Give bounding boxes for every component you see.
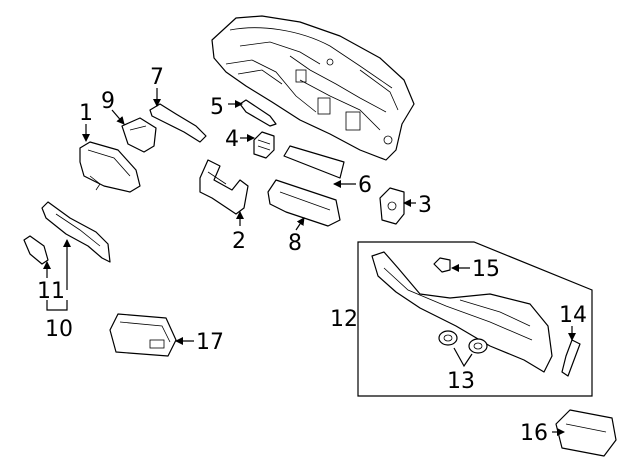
leader-8: [295, 217, 305, 231]
part-11-bracket: [23, 235, 49, 265]
callout-12: 12: [330, 307, 358, 332]
part-14-damper: [561, 339, 581, 377]
callout-3: 3: [418, 193, 432, 218]
part-6-panel: [283, 145, 345, 179]
callout-9: 9: [101, 89, 115, 114]
part-17-storage-box: [109, 313, 177, 357]
part-10-bracket: [41, 201, 111, 263]
callout-13: 13: [447, 369, 475, 394]
leader-13: [453, 347, 473, 368]
callout-1: 1: [79, 101, 93, 126]
callout-6: 6: [358, 173, 372, 198]
part-5-thin-strip: [239, 99, 277, 127]
glove-box-group-outline: [357, 241, 593, 397]
part-15-clip: [433, 257, 451, 273]
leader-9: [111, 109, 125, 125]
part-1-side-panel: [79, 141, 141, 193]
callout-8: 8: [288, 231, 302, 256]
part-12-glove-box: [371, 251, 553, 373]
part-7-trim-strip: [149, 103, 207, 143]
callout-11: 11: [37, 279, 65, 304]
part-13-bumpers: [438, 330, 488, 354]
part-9-bracket: [121, 117, 157, 153]
callout-14: 14: [559, 303, 587, 328]
callout-17: 17: [196, 330, 224, 355]
part-16-module: [555, 409, 617, 457]
part-3-switch: [379, 187, 405, 225]
callout-10: 10: [45, 317, 73, 342]
callout-15: 15: [472, 257, 500, 282]
bracket-10: [46, 300, 68, 311]
callout-4: 4: [225, 127, 239, 152]
instrument-panel-frame: [211, 15, 415, 161]
part-4-vent: [253, 131, 275, 159]
callout-16: 16: [520, 421, 548, 446]
callout-5: 5: [210, 95, 224, 120]
callout-2: 2: [232, 229, 246, 254]
part-8-lower-panel: [267, 179, 341, 227]
callout-7: 7: [150, 65, 164, 90]
part-2-trim-bracket: [199, 159, 249, 215]
